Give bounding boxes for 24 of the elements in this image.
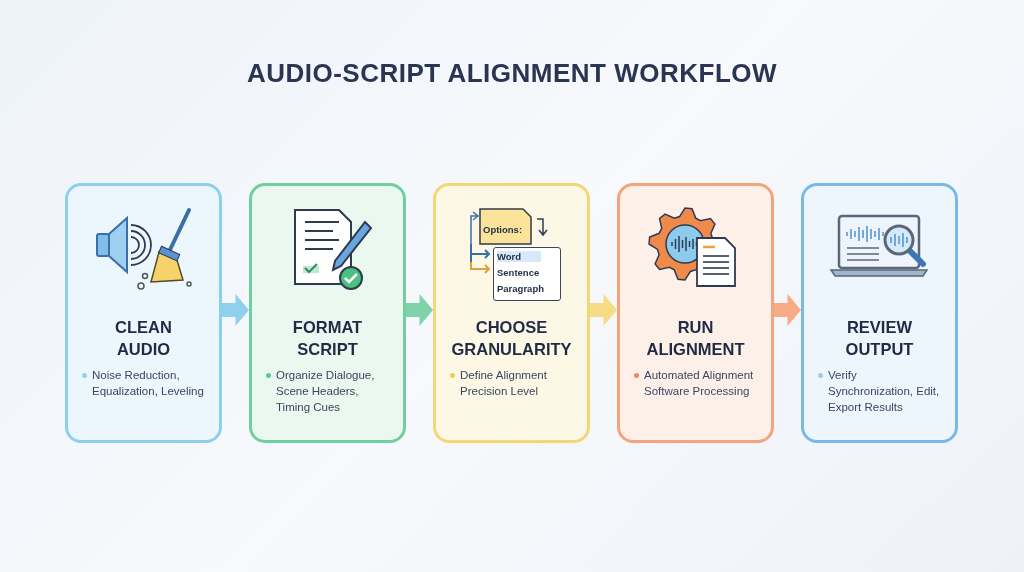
step-title: FORMAT SCRIPT <box>292 317 363 360</box>
flow-arrow <box>590 293 617 327</box>
step-card <box>617 183 774 443</box>
options-label: Options: <box>483 224 523 235</box>
step-card <box>249 183 406 443</box>
step-description: Define Alignment Precision Level <box>460 368 548 399</box>
step-card <box>65 183 222 443</box>
step-card <box>433 183 590 443</box>
step-description: Noise Reduction, Equalization, Leveling <box>92 368 205 399</box>
step-title: REVIEW OUTPUT <box>845 317 914 360</box>
flow-arrow <box>222 293 249 327</box>
step-title: RUN ALIGNMENT <box>646 317 745 360</box>
flow-arrow <box>406 293 433 327</box>
step-description: Verify Synchronization, Edit, Export Results <box>828 368 941 415</box>
flow-arrow <box>774 293 801 327</box>
option-label: Paragraph <box>497 283 544 294</box>
diagram-title: AUDIO-SCRIPT ALIGNMENT WORKFLOW <box>245 58 779 89</box>
step-card <box>801 183 958 443</box>
step-description: Organize Dialogue, Scene Headers, Timing Cues <box>276 368 376 415</box>
step-title: CLEAN AUDIO <box>115 317 172 360</box>
option-label: Sentence <box>497 267 540 278</box>
option-label: Word <box>497 251 542 262</box>
step-description: Automated Alignment Software Processing <box>644 368 755 399</box>
step-title: CHOOSE GRANULARITY <box>451 317 572 360</box>
